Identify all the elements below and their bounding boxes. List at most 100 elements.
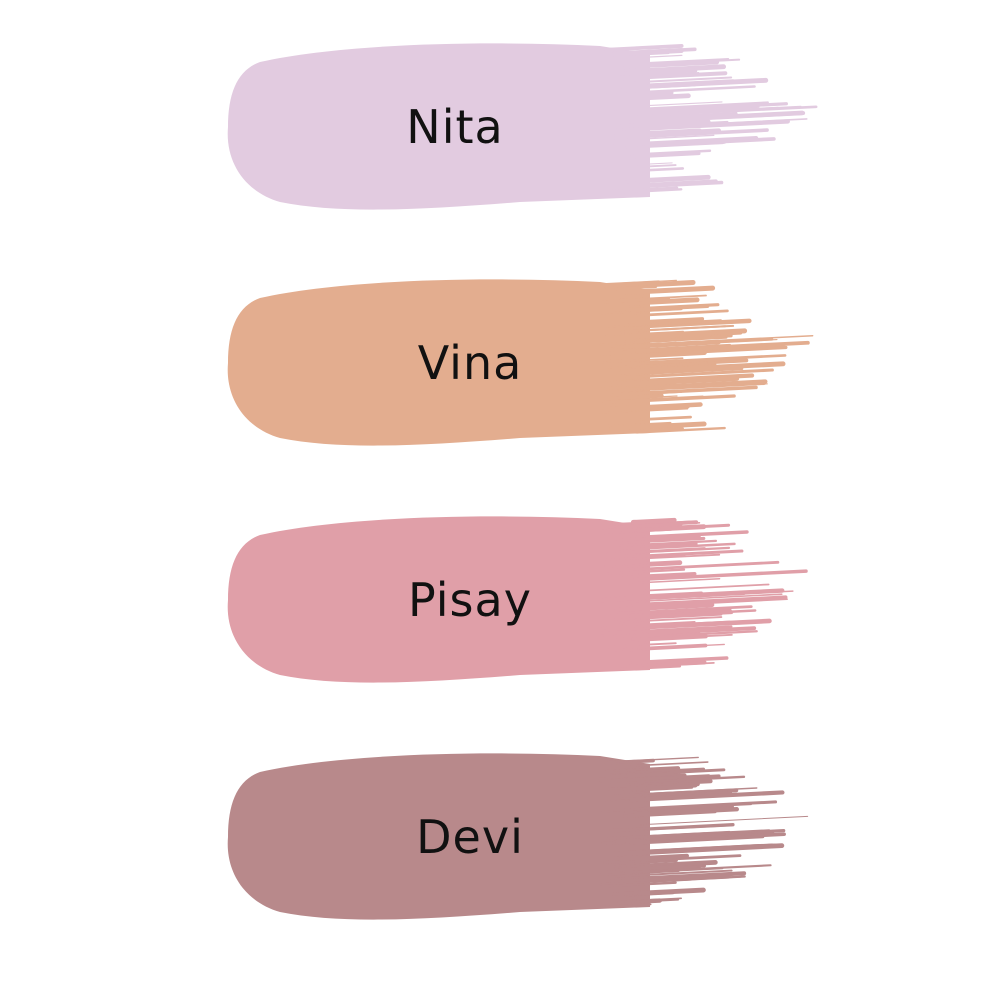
swatch-label: Devi [416,810,524,864]
swatch-devi: Devi [220,742,820,932]
bristle-streak [635,383,768,391]
bristle-streak [619,864,685,872]
bristle-streak [604,44,684,52]
bristle-streak [624,149,712,157]
bristle-streak [632,560,780,571]
bristle-streak [619,361,786,375]
bristle-streak [633,569,808,582]
bristle-streak [636,824,733,831]
bristle-streak [634,54,683,59]
bristle-streak [619,591,703,599]
bristle-streak [619,528,672,534]
bristle-streak [630,656,729,665]
bristle-streak [614,128,769,140]
bristle-streak [610,788,739,799]
bristle-streak [611,536,706,545]
bristle-streak [605,167,685,174]
bristle-streak [637,105,818,118]
bristle-streak [634,309,729,317]
bristle-streak [629,630,758,639]
bristle-streak [617,522,683,529]
bristle-streak [636,864,772,873]
swatch-pisay: Pisay [220,505,820,695]
bristle-streak [615,164,677,169]
bristle-streak [615,128,702,138]
bristle-streak [605,138,740,147]
bristle-streak [625,368,774,379]
bristle-streak [620,71,700,77]
bristle-streak [608,111,738,122]
bristle-streak [616,534,701,542]
bristle-streak [599,592,718,603]
bristle-streak [615,616,723,624]
bristle-streak [620,328,748,340]
bristle-streak [627,527,687,532]
swatch-label: Nita [406,100,504,154]
bristle-streak [614,285,658,291]
bristle-streak [603,361,709,369]
bristle-streak [625,304,710,313]
bristle-streak [609,823,735,833]
bristle-streak [614,869,733,878]
bristle-streak [599,64,727,76]
bristle-streak [637,357,747,365]
bristle-streak [627,660,707,669]
bristle-streak [632,539,718,547]
bristle-streak [629,334,733,343]
bristle-streak [634,807,740,817]
bristle-streak [604,280,661,288]
swatch-label: Vina [417,336,523,390]
bristle-streak [629,547,706,554]
bristle-streak [601,102,788,115]
bristle-streak [625,775,746,784]
bristle-streak [607,874,731,885]
bristle-streak [602,394,736,405]
bristle-streak [633,542,736,551]
bristle-streak [620,664,682,671]
bristle-streak [633,542,698,549]
bristle-streak [637,119,790,132]
bristle-streak [605,832,706,840]
bristle-streak [614,756,699,763]
stroke-body [227,43,650,210]
bristle-streak [612,766,679,773]
bristle-streak [612,321,703,328]
paint-stroke [227,279,814,446]
bristle-streak [600,297,671,304]
bristle-streak [634,779,713,788]
bristle-streak [637,634,708,642]
bristle-streak [608,858,678,866]
bristle-streak [612,843,785,857]
bristle-streak [635,317,705,325]
bristle-streak [623,605,753,615]
bristle-streak [608,101,723,109]
bristle-streak [609,421,707,432]
bristle-streak [599,878,693,886]
bristle-streak [603,629,665,635]
stroke-body [227,516,650,683]
bristle-streak [635,767,706,775]
bristle-streak [602,402,703,412]
bristle-streak [613,642,677,648]
bristle-streak [600,68,658,73]
bristle-streak [603,854,742,864]
bristle-streak [634,336,710,344]
bristle-streak [610,389,683,397]
bristle-streak [611,93,691,102]
bristle-streak [622,297,700,306]
bristle-streak [636,583,770,592]
bristle-streak [602,881,677,888]
bristle-streak [618,381,766,393]
bristle-streak [610,120,729,129]
bristle-streak [629,834,765,845]
bristle-streak [634,618,772,630]
bristle-streak [622,376,740,387]
bristle-streak [630,517,677,525]
bristle-streak [634,787,758,795]
bristle-streak [615,111,806,125]
bristle-streak [602,134,715,142]
bristle-streak [599,90,674,99]
bristle-streak [632,549,744,558]
bristle-streak [625,577,721,585]
stroke-body [227,279,650,446]
